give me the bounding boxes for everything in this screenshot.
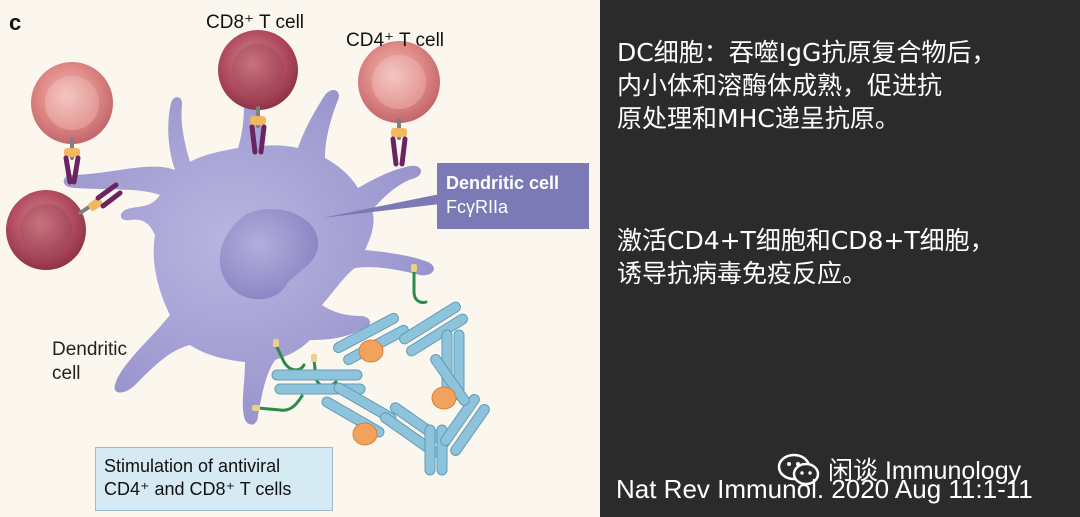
- panel-letter: c: [9, 10, 22, 35]
- dendritic-cell: [63, 89, 434, 425]
- cd8-t-cell-label: CD8⁺ T cell: [206, 12, 305, 33]
- citation: Nat Rev Immunol. 2020 Aug 11:1-11: [616, 474, 1033, 504]
- t-cell-cd8: [218, 30, 298, 110]
- notes-line: 诱导抗病毒免疫反应。: [617, 259, 868, 288]
- notes-paragraph-1: DC细胞：吞噬IgG抗原复合物后， 内小体和溶酶体成熟，促进抗 原处理和MHC递…: [617, 36, 1077, 135]
- dendritic-cell-label-line1: Dendritic: [52, 339, 127, 360]
- stimulation-box: [95, 447, 333, 511]
- callout-pointer: [322, 194, 440, 218]
- cd4-t-cell-label: CD4⁺ T cell: [346, 30, 445, 51]
- t-cell-cd4: [358, 41, 440, 123]
- notes-line: 原处理和MHC递呈抗原。: [617, 104, 900, 133]
- notes-line: 激活CD4+T细胞和CD8+T细胞，: [617, 226, 995, 255]
- dendritic-cell-label: Dendritic cell: [52, 338, 127, 386]
- watermark-text: 闲谈 Immunology: [828, 457, 1022, 485]
- nucleus: [219, 209, 319, 300]
- stimulation-line2: CD4⁺ and CD8⁺ T cells: [104, 479, 292, 499]
- t-cell-top-left: [31, 62, 113, 144]
- notes-line: DC细胞：吞噬IgG抗原复合物后，: [617, 38, 997, 67]
- callout-title: Dendritic cell: [446, 173, 560, 193]
- stimulation-line1: Stimulation of antiviral: [104, 456, 281, 476]
- notes-line: 内小体和溶酶体成熟，促进抗: [617, 71, 943, 100]
- tcr-mhc-complexes: [63, 106, 408, 215]
- t-cell-left: [6, 190, 86, 270]
- callout-box: [437, 163, 589, 229]
- fc-receptor-tips: [252, 264, 417, 411]
- dendritic-cell-label-line2: cell: [52, 363, 81, 384]
- immune-complex: [271, 301, 490, 476]
- notes-paragraph-2: 激活CD4+T细胞和CD8+T细胞， 诱导抗病毒免疫反应。: [617, 224, 1077, 290]
- antigens: [352, 339, 457, 446]
- wechat-icon: [777, 453, 820, 486]
- notes-panel: [600, 0, 1080, 517]
- callout-subtitle: FcγRIIa: [446, 197, 509, 217]
